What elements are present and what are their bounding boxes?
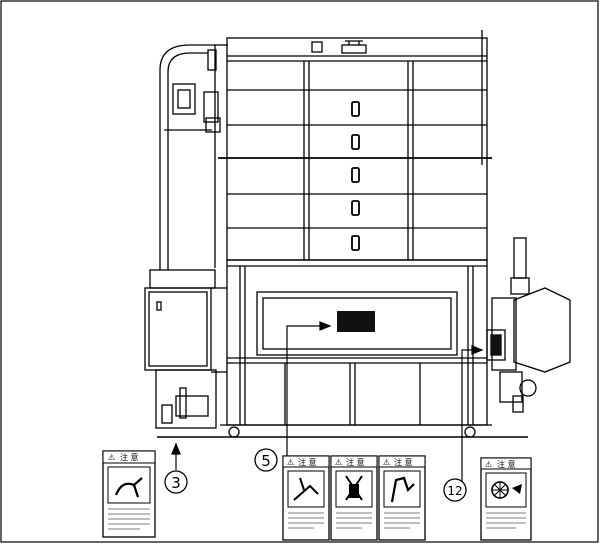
sight-windows xyxy=(351,101,360,251)
arrow-12 xyxy=(471,345,484,355)
left-motor xyxy=(144,269,227,429)
warning-decal-12: ⚠ 注 意 xyxy=(480,457,532,541)
arrows xyxy=(171,321,484,482)
arrow-3 xyxy=(171,442,181,455)
callout-12: 12 xyxy=(443,478,467,502)
decal-marker-5 xyxy=(337,311,375,332)
svg-text:注 意: 注 意 xyxy=(346,457,365,467)
callout-5-label: 5 xyxy=(261,452,271,470)
arrow-5 xyxy=(319,321,332,331)
svg-text:⚠: ⚠ xyxy=(108,453,115,462)
warning-decal-5c: ⚠ 注 意 xyxy=(378,455,426,541)
svg-text:⚠: ⚠ xyxy=(335,458,342,467)
svg-text:注 意: 注 意 xyxy=(394,457,413,467)
callout-3-label: 3 xyxy=(171,474,181,492)
callout-3: 3 xyxy=(164,470,188,494)
svg-text:⚠: ⚠ xyxy=(287,458,294,467)
decal-marker-12 xyxy=(491,335,501,355)
tank-lower xyxy=(220,259,492,438)
warning-decal-3: ⚠ 注 意 xyxy=(102,450,156,538)
svg-text:⚠: ⚠ xyxy=(485,460,492,469)
callout-5: 5 xyxy=(254,448,278,472)
warning-decal-5a: ⚠ 注 意 xyxy=(282,455,330,541)
svg-text:注 意: 注 意 xyxy=(120,452,139,462)
svg-text:⚠: ⚠ xyxy=(383,458,390,467)
callout-12-label: 12 xyxy=(447,484,462,498)
svg-text:注 意: 注 意 xyxy=(497,459,516,469)
svg-text:注 意: 注 意 xyxy=(298,457,317,467)
warning-decal-5b: ⚠ 注 意 xyxy=(330,455,378,541)
elevator-column xyxy=(159,44,228,270)
tank-upper xyxy=(218,30,492,261)
